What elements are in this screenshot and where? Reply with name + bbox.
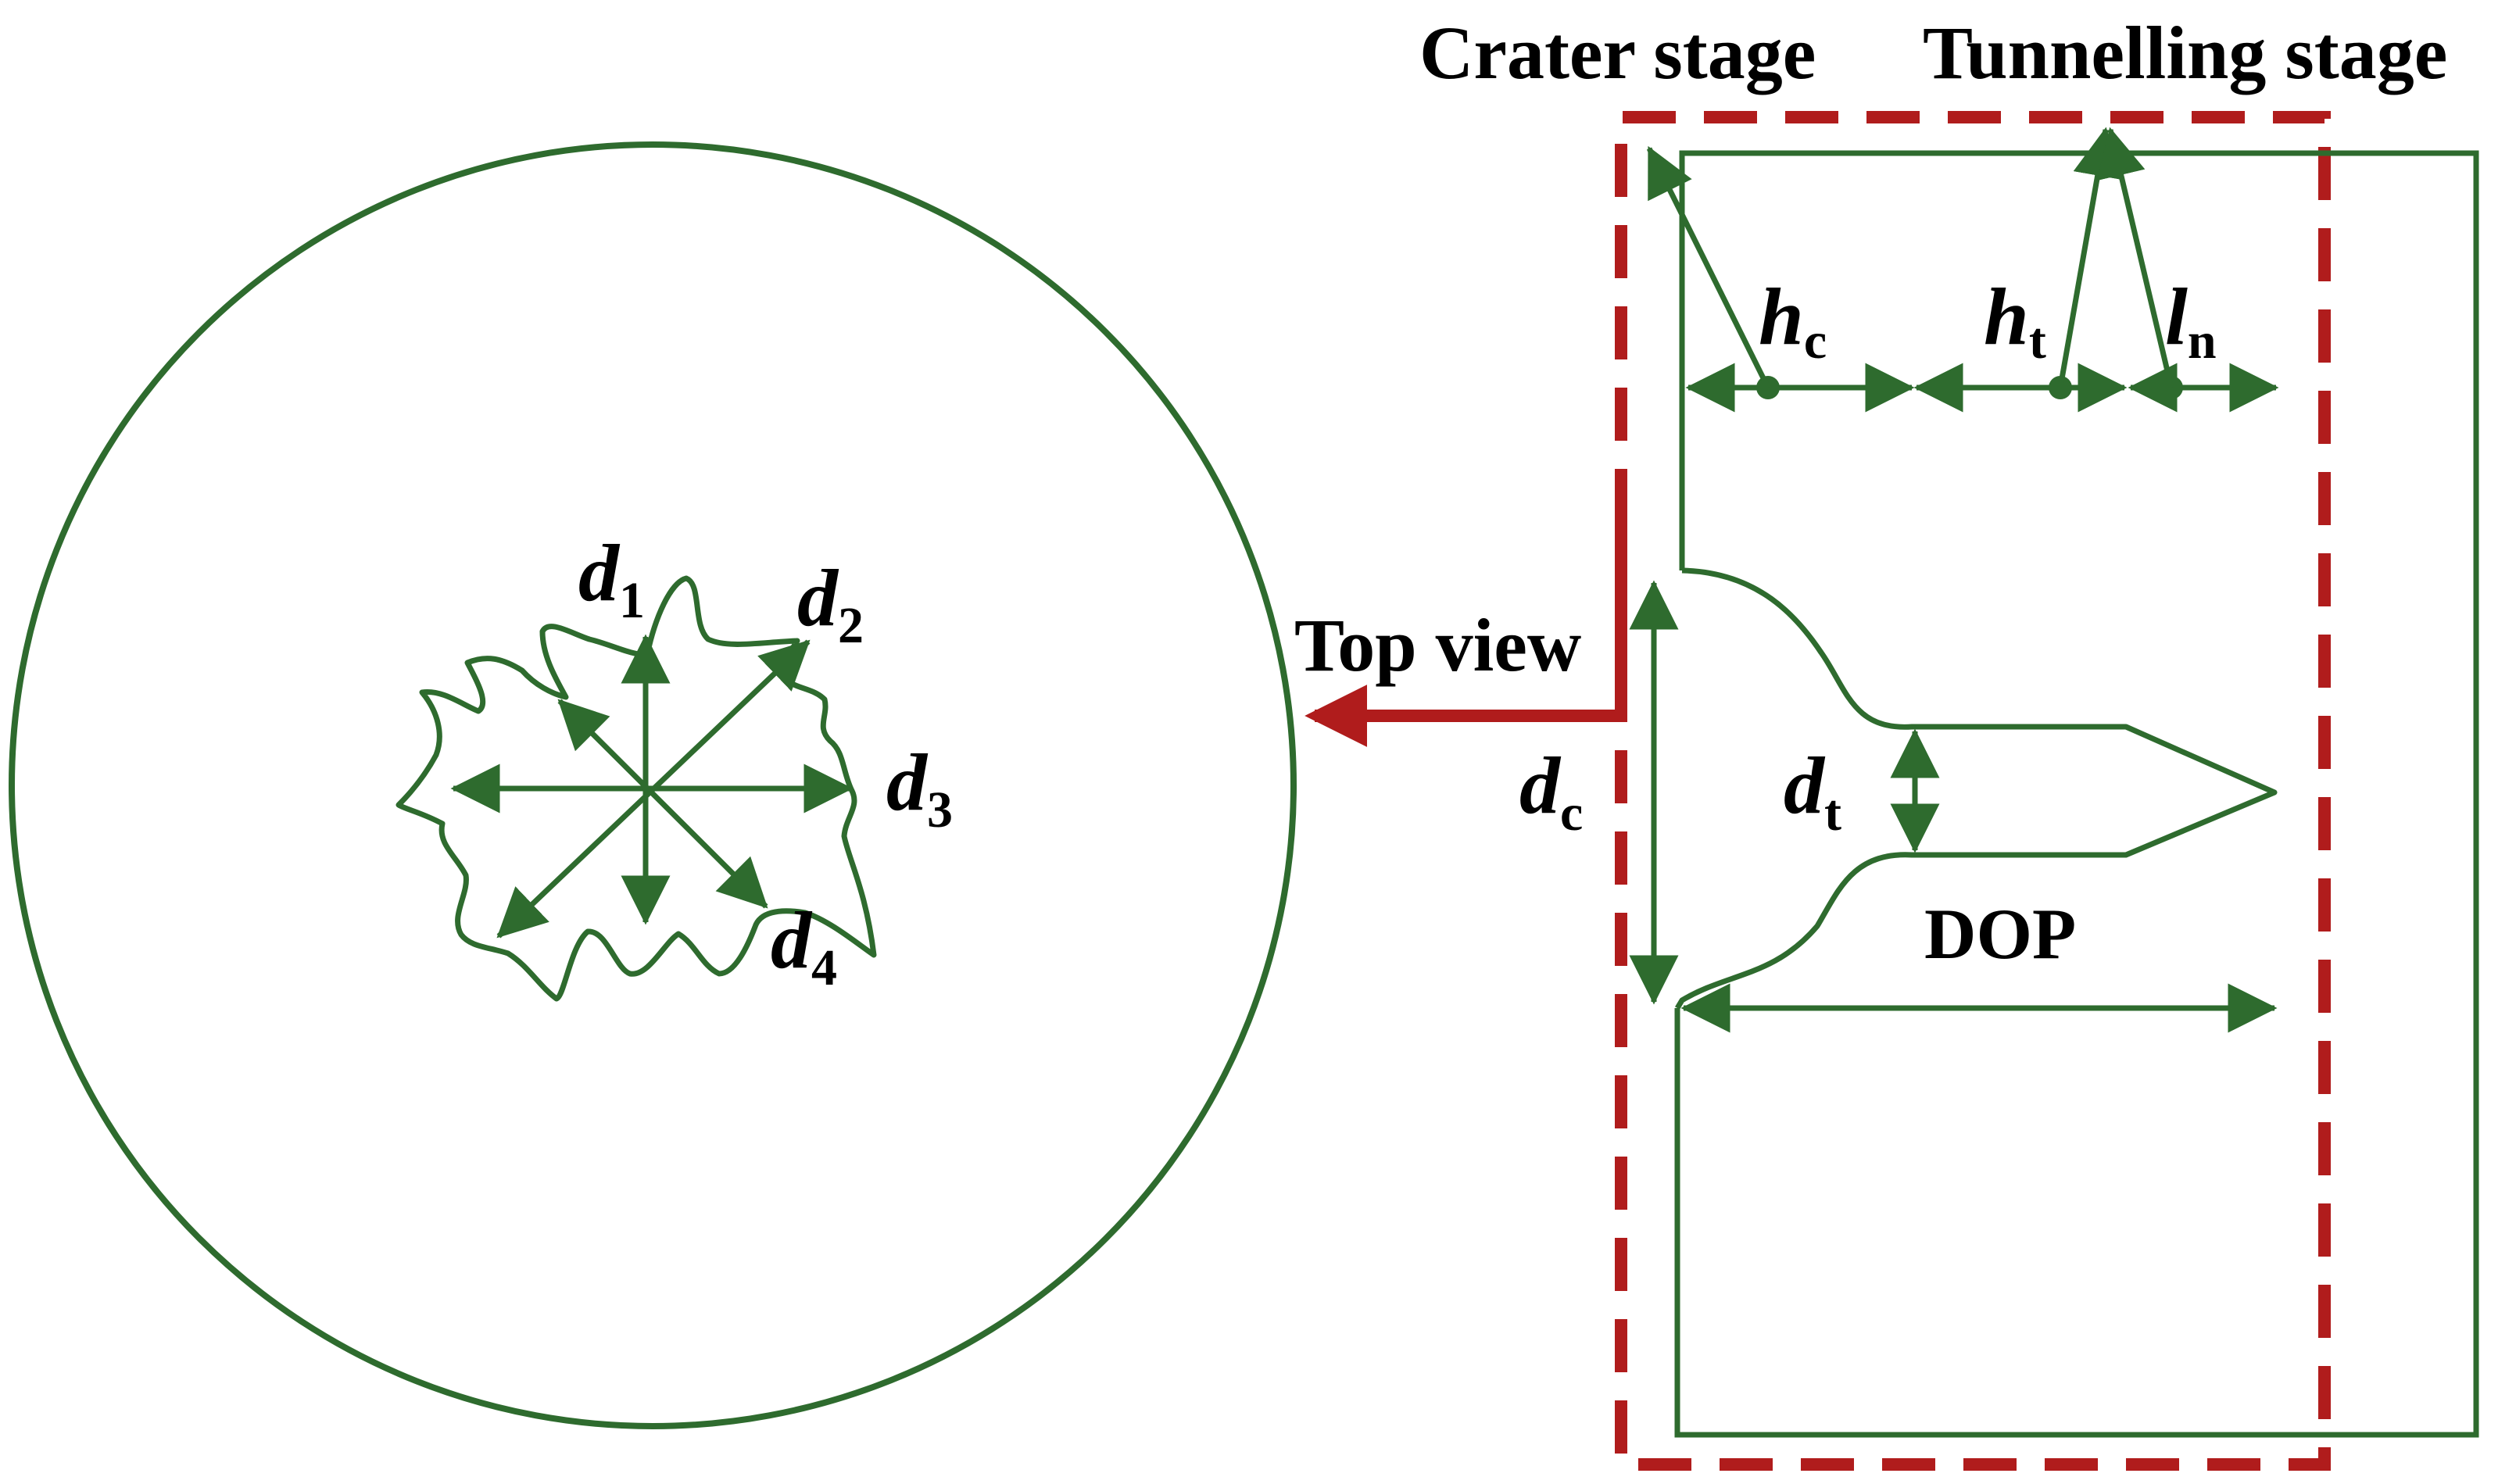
- tunnelling-stage-leader-right: [2097, 127, 2174, 388]
- d3-label: d3: [886, 738, 953, 839]
- target-block-outline: [1674, 150, 2479, 1438]
- crater-stage-leader: [1646, 145, 1771, 389]
- d1-label: d1: [578, 528, 645, 629]
- top-view-panel: d1 d2 d3 d4: [9, 141, 1297, 1429]
- d4-dimension-arrow: [557, 699, 768, 909]
- crater-stage-title: Crater stage: [1419, 11, 1816, 95]
- ht-label: ht: [1984, 272, 2046, 370]
- d4-label: d4: [771, 896, 837, 996]
- hc-label: hc: [1759, 272, 1827, 370]
- crater-tunnel-profile: [1674, 567, 2278, 1010]
- tunnelling-stage-title: Tunnelling stage: [1923, 11, 2447, 95]
- cross-section-panel: Crater stage Tunnelling stage hc ht ln d…: [1419, 11, 2479, 1471]
- dc-label: dc: [1519, 741, 1583, 842]
- top-view-indicator: Top view: [1294, 522, 1627, 747]
- target-outline-circle: [9, 141, 1297, 1429]
- tunnelling-stage-leader-left: [2057, 127, 2122, 388]
- dt-label: dt: [1784, 741, 1841, 842]
- stage-region-dashed-box: [1615, 111, 2331, 1471]
- d2-label: d2: [797, 553, 864, 654]
- top-view-label: Top view: [1294, 603, 1581, 687]
- ln-label: ln: [2165, 272, 2217, 370]
- dop-label: DOP: [1924, 894, 2076, 974]
